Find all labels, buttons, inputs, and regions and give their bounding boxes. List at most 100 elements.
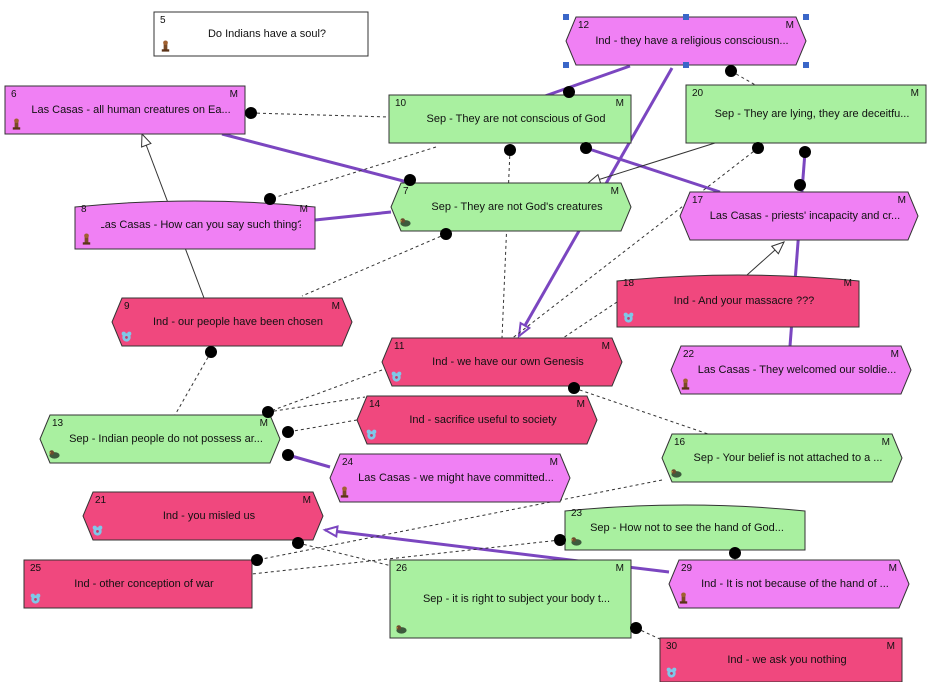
node-shape [668, 559, 910, 609]
node-shape [679, 191, 919, 241]
connector-dot[interactable] [282, 449, 294, 461]
node-9[interactable]: 9 M Ind - our people have been chosen [111, 297, 353, 347]
node-shape [74, 200, 316, 250]
selection-handle[interactable] [683, 14, 689, 20]
selection-handle[interactable] [803, 14, 809, 20]
node-shape [661, 433, 903, 483]
link-n20-n12[interactable] [730, 70, 758, 87]
node-number: 20 [692, 88, 704, 99]
node-number: 12 [578, 20, 590, 31]
node-text: Ind - sacrifice useful to society [409, 414, 557, 426]
node-marker: M [259, 418, 268, 429]
node-number: 10 [395, 98, 407, 109]
connector-dot[interactable] [245, 107, 257, 119]
mouse-avatar-icon [92, 525, 103, 536]
link-n6-n10[interactable] [250, 112, 390, 118]
node-text: Sep - They are not conscious of God [426, 113, 606, 125]
connector-dot[interactable] [725, 65, 737, 77]
link-n9-n13[interactable] [174, 351, 212, 416]
node-number: 16 [674, 437, 686, 448]
node-marker: M [610, 186, 619, 197]
node-number: 21 [95, 495, 107, 506]
node-text: Las Casas - we might have committed... [358, 472, 554, 484]
link-n18-n11[interactable] [559, 301, 618, 341]
node-marker: M [888, 563, 897, 574]
selection-handle[interactable] [563, 14, 569, 20]
node-shape [389, 559, 632, 639]
arrowhead-icon [141, 132, 152, 148]
link-n7-n9[interactable] [301, 233, 447, 297]
node-marker: M [615, 563, 624, 574]
node-text: Sep - How not to see the hand of God... [590, 521, 784, 534]
connector-dot[interactable] [794, 179, 806, 191]
node-text: Sep - Your belief is not attached to a .… [693, 452, 883, 464]
link-n18-n17[interactable] [746, 241, 785, 276]
link-n14-n13[interactable] [287, 419, 358, 433]
node-marker: M [881, 437, 890, 448]
connector-dot[interactable] [580, 142, 592, 154]
node-text: Ind - It is not because of the hand of .… [701, 578, 889, 590]
link-n10-n11[interactable] [501, 149, 511, 339]
node-number: 11 [394, 341, 405, 352]
selection-handle[interactable] [563, 62, 569, 68]
connector-dot[interactable] [799, 146, 811, 158]
link-n6-n7[interactable] [221, 132, 412, 185]
node-shape [4, 85, 246, 135]
connector-dot[interactable] [251, 554, 263, 566]
connector-dot[interactable] [630, 622, 642, 634]
arrowhead-icon [322, 525, 339, 539]
node-shape [685, 84, 927, 144]
node-marker: M [910, 88, 919, 99]
node-marker: M [897, 195, 906, 206]
node-number: 9 [124, 301, 130, 312]
link-n13-n14[interactable] [267, 396, 366, 413]
node-marker: M [601, 341, 610, 352]
selection-handle[interactable] [803, 62, 809, 68]
node-number: 5 [160, 15, 166, 26]
node-number: 6 [11, 89, 17, 100]
link-n21-n26[interactable] [297, 542, 401, 569]
connector-dot[interactable] [282, 426, 294, 438]
node-shape [390, 182, 632, 232]
link-n12-n10[interactable] [544, 64, 631, 98]
node-16[interactable]: 16 M Sep - Your belief is not attached to … [661, 433, 903, 483]
connector-dot[interactable] [504, 144, 516, 156]
link-n7-n8[interactable] [314, 210, 392, 222]
selection-handle[interactable] [683, 62, 689, 68]
node-number: 7 [403, 186, 409, 197]
link-n26-n30[interactable] [635, 627, 663, 641]
node-text: Las Casas - all human creatures on Ea... [31, 104, 231, 116]
dog-avatar-icon [161, 40, 170, 52]
node-marker: M [299, 204, 308, 215]
connector-dot[interactable] [205, 346, 217, 358]
connector-dot[interactable] [752, 142, 764, 154]
link-n24-n13[interactable] [287, 453, 331, 469]
node-marker: M [576, 399, 585, 410]
dog-avatar-icon [679, 592, 688, 604]
node-marker: M [331, 301, 340, 312]
mouse-avatar-icon [623, 312, 634, 323]
node-text: Ind - our people have been chosen [152, 316, 324, 328]
link-n20-n7[interactable] [587, 142, 716, 184]
